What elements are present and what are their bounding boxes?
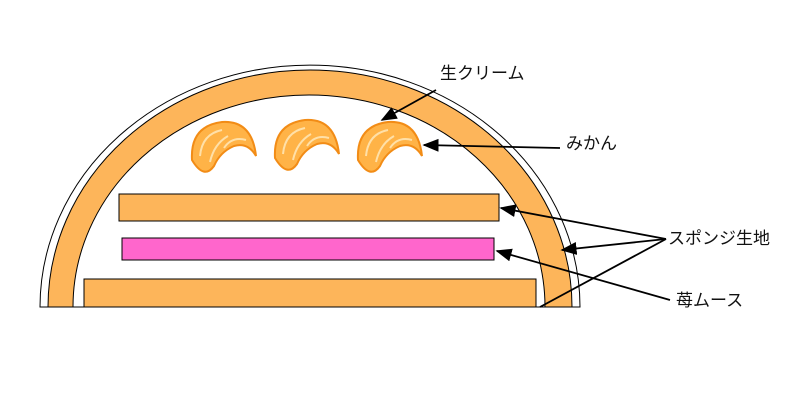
arrow-mousse	[495, 248, 671, 301]
label-sponge: スポンジ生地	[668, 229, 770, 249]
mikan-segment-icon	[190, 120, 257, 173]
label-strawberry-mousse: 苺ムース	[676, 291, 744, 311]
label-mikan: みかん	[566, 134, 617, 154]
mikan-segment-icon	[273, 118, 340, 171]
arrow-mikan	[422, 138, 561, 152]
sponge-layer-top	[118, 193, 500, 222]
label-cream: 生クリーム	[440, 64, 525, 84]
arrow-cream	[380, 89, 437, 121]
arrow-sponge-shell	[560, 238, 667, 255]
sponge-layer-bottom	[83, 278, 537, 308]
strawberry-mousse-layer	[121, 237, 495, 261]
arrow-sponge-top	[499, 204, 667, 240]
mikan-segment-icon	[356, 120, 423, 173]
arrow-sponge-bottom	[539, 238, 667, 308]
